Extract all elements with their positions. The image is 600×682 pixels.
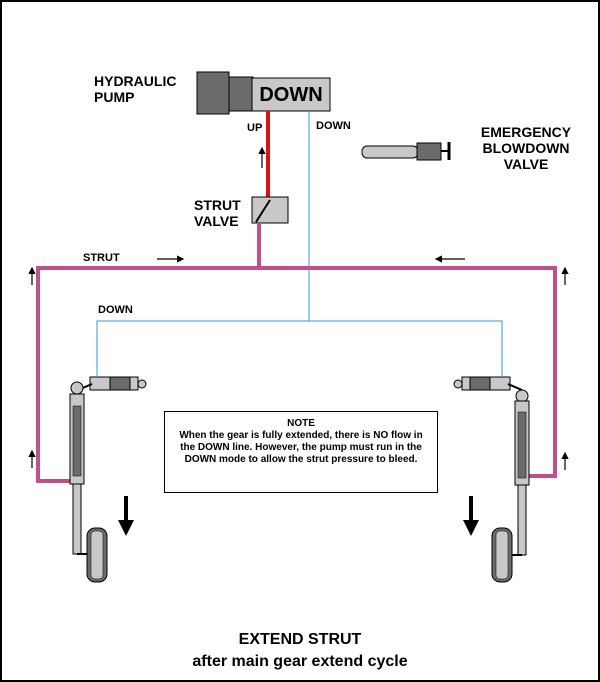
note-box: NOTE When the gear is fully extended, th… <box>164 411 438 493</box>
right-actuator-head <box>469 376 491 391</box>
note-body: When the gear is fully extended, there i… <box>179 430 423 465</box>
pump-motor <box>196 71 230 115</box>
diagram-subtitle: after main gear extend cycle <box>192 653 408 670</box>
right-wheel-hub <box>495 530 509 580</box>
note-title: NOTE <box>287 418 315 429</box>
diagram-title: EXTEND STRUT <box>238 631 362 648</box>
left-strut-piston <box>72 483 82 555</box>
right-actuator-link <box>507 383 523 391</box>
down-line-top-label: DOWN <box>316 120 351 132</box>
right-strut-pivot <box>515 389 529 403</box>
emergency-blowdown-valve <box>361 142 451 161</box>
down-line-distribution <box>96 320 503 376</box>
pump-body <box>228 76 254 112</box>
hydraulic-pump-label: HYDRAULIC PUMP <box>94 73 177 105</box>
strut-valve <box>251 196 289 224</box>
right-actuator-pivot <box>453 379 463 389</box>
blowdown-head <box>416 142 442 161</box>
up-line-label: UP <box>247 122 263 134</box>
strut-line-right <box>259 266 557 478</box>
pump-mode-box <box>251 77 331 112</box>
strut-line-left <box>36 223 261 483</box>
left-main-gear <box>69 376 147 583</box>
emergency-blowdown-label: EMERGENCY BLOWDOWN VALVE <box>480 124 572 172</box>
left-actuator-head <box>109 376 131 391</box>
left-strut-inner <box>72 405 82 477</box>
left-wheel-hub <box>90 530 104 580</box>
blowdown-cylinder <box>361 145 419 159</box>
left-actuator-pivot <box>137 379 147 389</box>
right-main-gear <box>453 376 530 583</box>
right-strut-piston <box>517 484 527 556</box>
strut-valve-label: STRUT VALVE <box>194 197 241 229</box>
right-strut-inner <box>517 411 527 479</box>
left-strut-pivot <box>70 381 84 395</box>
pump-mode-label: DOWN <box>259 84 323 106</box>
strut-line-label: STRUT <box>83 252 120 264</box>
hydraulic-pump <box>196 71 331 115</box>
down-line-mid-label: DOWN <box>98 304 133 316</box>
strut-valve-lever <box>255 199 271 223</box>
